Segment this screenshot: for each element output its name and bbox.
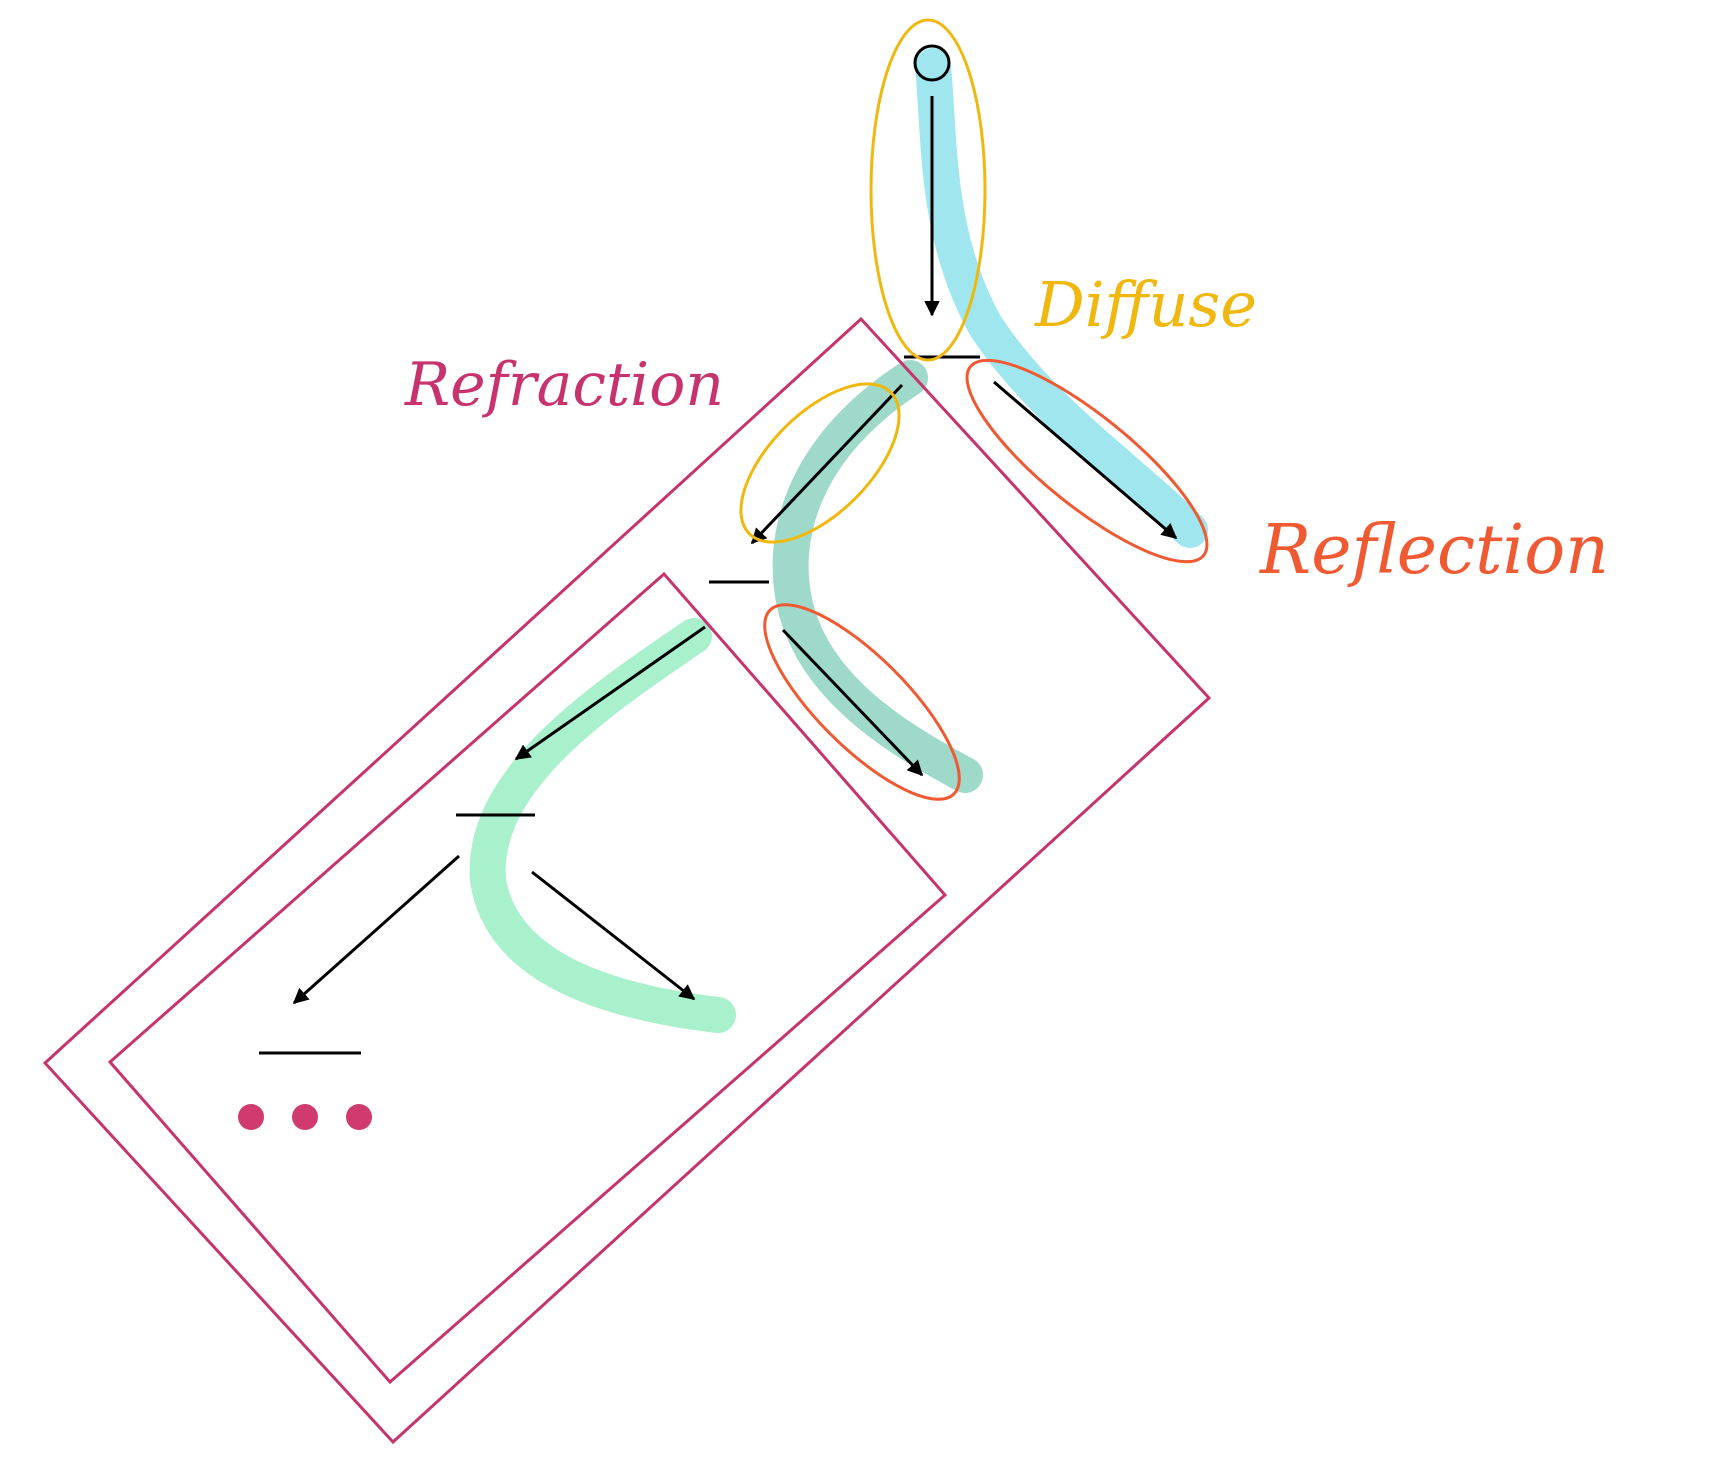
reflection-ray-arrow-2 [781, 628, 924, 777]
tertiary-path-highlight [469, 618, 736, 1033]
diffuse-highlights [739, 18, 987, 544]
ray-arrows [292, 96, 1178, 1005]
continuation-dot [238, 1104, 264, 1130]
diffuse-label: Diffuse [1034, 268, 1257, 341]
refraction-ray-arrow-2 [514, 625, 706, 761]
continuation-dot [346, 1104, 372, 1130]
refraction-inner-box [107, 571, 948, 1385]
reflection-ellipse-2 [763, 603, 961, 801]
refraction-outer-box [42, 316, 1212, 1445]
continuation-dot [292, 1104, 318, 1130]
secondary-path-highlight [772, 360, 983, 793]
refraction-label: Refraction [404, 350, 724, 420]
primary-path-highlight [915, 48, 1208, 548]
reflection-ellipse-1 [965, 358, 1209, 564]
light-path-highlights [469, 48, 1208, 1033]
reflection-ray-arrow-3 [531, 870, 696, 1001]
refraction-ray-arrow-3 [292, 854, 460, 1005]
ellipsis-icon [238, 1104, 372, 1130]
diffuse-ellipse-1 [869, 18, 987, 362]
circle-icon [913, 44, 951, 82]
reflection-highlights [763, 358, 1209, 801]
reflection-label: Reflection [1258, 511, 1609, 590]
refraction-ray-arrow-1 [750, 383, 904, 545]
reflection-ray-arrow-1 [993, 380, 1178, 540]
diffuse-ellipse-2 [739, 382, 901, 544]
refraction-boxes [42, 316, 1212, 1445]
